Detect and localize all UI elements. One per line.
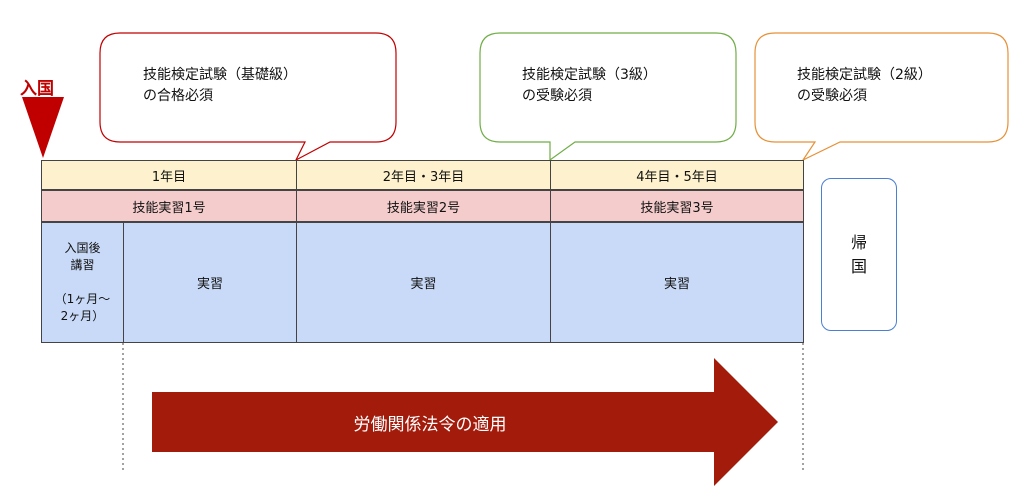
phase-cell-1: 技能実習1号: [41, 190, 297, 222]
callout-level3-text: 技能検定試験（3級） の受験必須: [522, 67, 657, 104]
phase-cell-3: 技能実習3号: [550, 190, 804, 222]
pre-training-text: 入国後 講習 （1ヶ月～ 2ヶ月）: [54, 241, 111, 323]
callout-level2-border: [754, 32, 1009, 162]
training-cell-1: 実習: [123, 222, 297, 343]
year-cell-3: 4年目・5年目: [550, 160, 804, 190]
callout-level3-border: [479, 32, 737, 162]
training-cell-3: 実習: [550, 222, 804, 343]
return-box: 帰 国: [821, 178, 897, 331]
pre-training-cell: 入国後 講習 （1ヶ月～ 2ヶ月）: [41, 222, 124, 343]
year-cell-2: 2年目・3年目: [296, 160, 551, 190]
entry-label: 入国: [20, 79, 54, 99]
return-label: 帰 国: [850, 232, 867, 276]
year-cell-1: 1年目: [41, 160, 297, 190]
labor-law-arrow-label: 労働関係法令の適用: [353, 414, 507, 435]
labor-law-arrow: [152, 358, 778, 486]
callout-basic-text: 技能検定試験（基礎級） の合格必須: [143, 67, 297, 104]
callout-basic-border: [99, 32, 397, 162]
training-cell-2: 実習: [296, 222, 551, 343]
callout-level2-text: 技能検定試験（2級） の受験必須: [797, 67, 932, 104]
entry-marker-icon: [22, 97, 64, 158]
phase-cell-2: 技能実習2号: [296, 190, 551, 222]
